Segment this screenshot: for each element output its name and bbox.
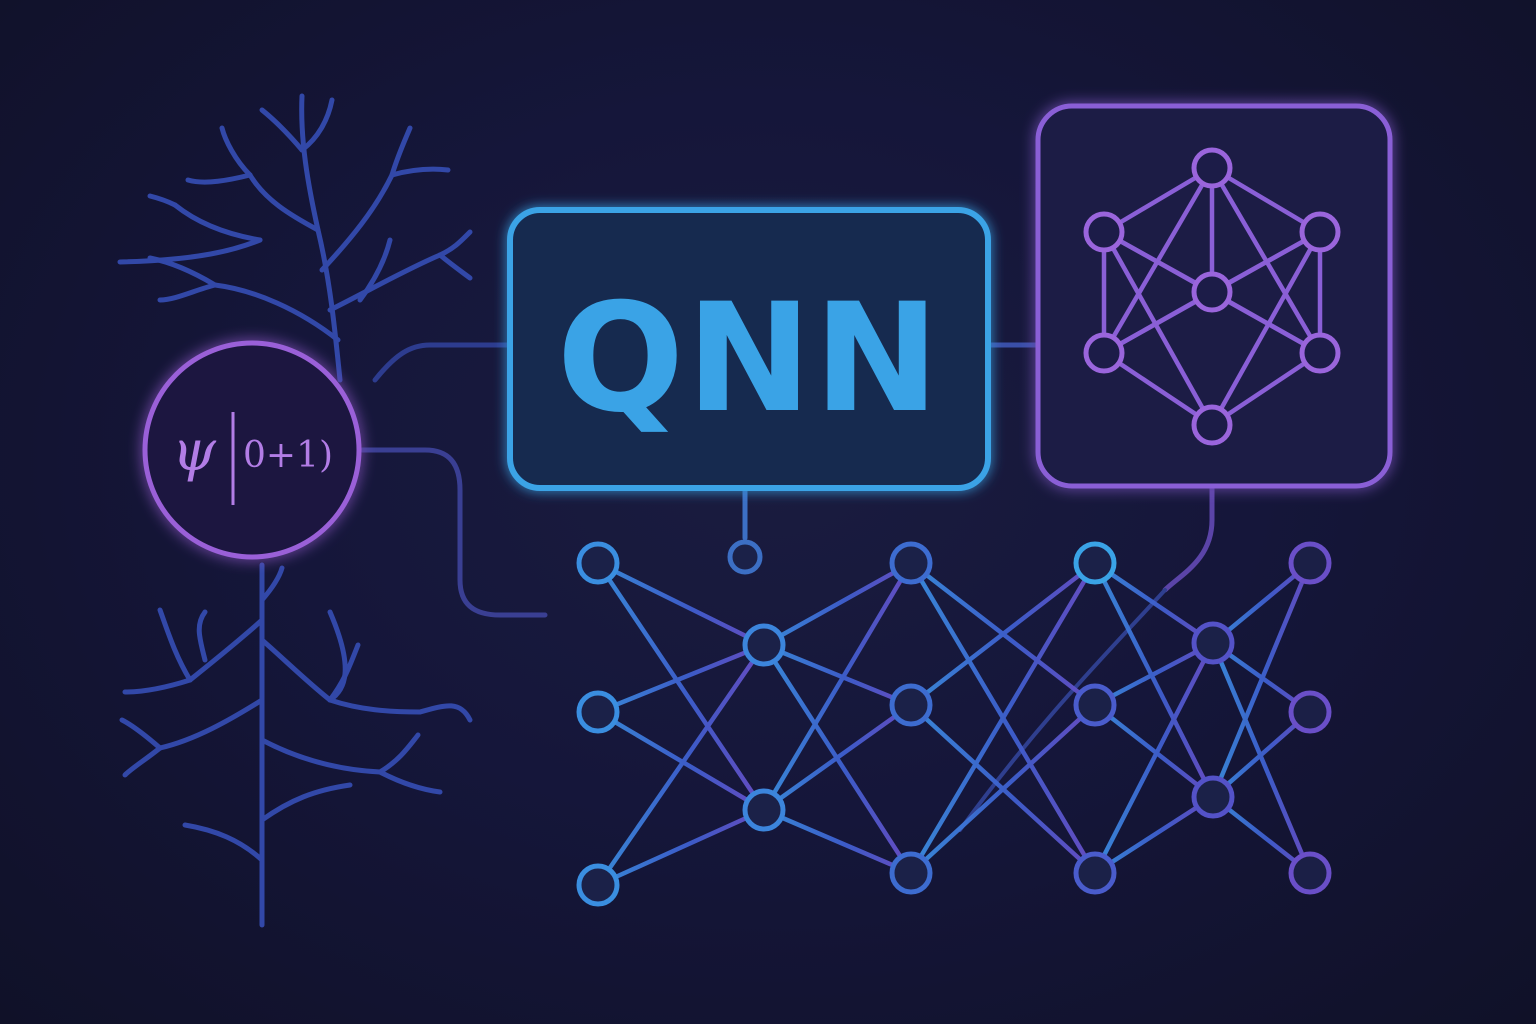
qnn-box	[507, 207, 991, 491]
network-node	[1288, 541, 1332, 585]
lower-branching-tree-icon	[119, 562, 473, 928]
network-node	[889, 683, 933, 727]
network-node	[1191, 621, 1235, 665]
psi-symbol: ψ	[172, 419, 217, 484]
network-node	[742, 788, 786, 832]
network-node	[1073, 541, 1117, 585]
box-node	[1299, 211, 1341, 253]
network-node	[1073, 683, 1117, 727]
network-node	[889, 541, 933, 585]
network-node	[742, 623, 786, 667]
main-network-edges	[595, 560, 1313, 888]
box-node	[1299, 332, 1341, 374]
network-node	[889, 851, 933, 895]
main-network-nodes	[576, 539, 1332, 907]
network-node	[576, 690, 620, 734]
network-node	[576, 863, 620, 907]
network-node	[1288, 851, 1332, 895]
box-node	[1191, 271, 1233, 313]
network-node	[727, 539, 763, 575]
network-node	[1288, 690, 1332, 734]
box-node	[1083, 332, 1125, 374]
quantum-state-text: ψ 0+1)	[172, 412, 333, 505]
qnn-title: QNN	[557, 272, 942, 446]
network-node	[576, 541, 620, 585]
network-node	[1073, 851, 1117, 895]
box-node	[1191, 147, 1233, 189]
upper-branching-tree-icon	[117, 93, 473, 383]
box-node	[1083, 211, 1125, 253]
network-node	[1191, 775, 1235, 819]
neural-network-icon-nodes	[1083, 147, 1341, 446]
box-node	[1191, 404, 1233, 446]
quantum-state-icon	[142, 340, 362, 560]
ket-label: 0+1)	[243, 435, 333, 476]
connector-lines	[359, 342, 1215, 832]
